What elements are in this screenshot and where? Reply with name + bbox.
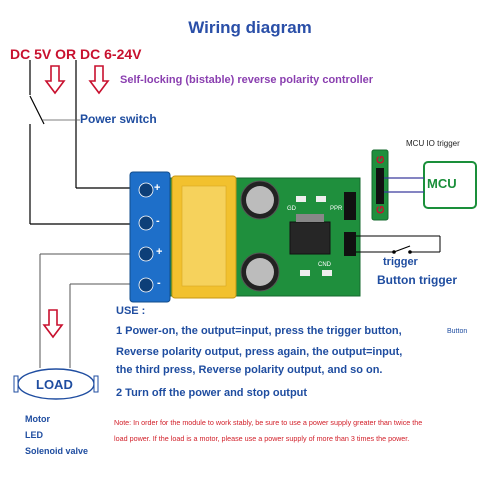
trigger-button-node-1 [392, 250, 396, 254]
load-label: LOAD [36, 377, 73, 392]
smd-component-3 [300, 270, 310, 276]
power-switch[interactable] [29, 95, 45, 125]
mcu-box [423, 161, 477, 209]
terminal-screw-1 [138, 182, 154, 198]
terminal-block [129, 171, 171, 303]
usage-side-note: Button [447, 328, 468, 335]
note-line-2: load power. If the load is a motor, plea… [114, 434, 410, 443]
terminal-sign-2: - [156, 215, 160, 227]
arrow-down-icon-supply-2 [88, 65, 110, 95]
ic-chip [289, 221, 331, 255]
arrow-down-icon-output [42, 309, 64, 339]
smd-component-2 [316, 196, 326, 202]
mcu-connector-mark-bottom: G [375, 205, 387, 214]
relay-label-strip [181, 185, 227, 287]
terminal-sign-4: - [157, 277, 161, 289]
capacitor-top-cap [246, 186, 274, 214]
terminal-screw-3 [138, 246, 154, 262]
terminal-sign-1: + [154, 182, 161, 194]
board-label-ppr: PPR [330, 206, 343, 212]
trigger-button-contact[interactable] [393, 245, 411, 253]
usage-line-1: 1 Power-on, the output=input, press the … [116, 325, 402, 337]
mcu-connector-mark-top: G [375, 155, 387, 164]
power-switch-label: Power switch [80, 112, 157, 126]
trigger-label: trigger [383, 256, 418, 268]
header-pins-bottom [344, 232, 356, 256]
subtitle: Self-locking (bistable) reverse polarity… [120, 74, 374, 86]
load-terminal-left [13, 375, 19, 393]
smd-component-4 [322, 270, 332, 276]
mcu-io-trigger-label: MCU IO trigger [406, 139, 460, 148]
load-type-led: LED [25, 430, 43, 440]
arrow-down-icon-supply-1 [44, 65, 66, 95]
note-line-1: Note: In order for the module to work st… [114, 418, 423, 427]
trigger-button-node-2 [408, 250, 412, 254]
mcu-connector-pins [376, 168, 384, 204]
mcu-label: MCU [427, 176, 457, 191]
load-type-solenoid: Solenoid valve [25, 446, 89, 456]
load-terminal-right [93, 375, 99, 393]
capacitor-bottom-cap [246, 258, 274, 286]
button-trigger-label: Button trigger [377, 273, 457, 287]
terminal-screw-2 [138, 215, 154, 231]
supply-label: DC 5V OR DC 6-24V [10, 46, 142, 62]
board-label-gd: GD [287, 206, 296, 212]
page-title: Wiring diagram [188, 18, 312, 37]
usage-heading: USE : [116, 305, 146, 317]
smd-component-1 [296, 196, 306, 202]
ic-tab [296, 214, 324, 222]
board-label-cnd: CND [318, 262, 331, 268]
load-type-motor: Motor [25, 414, 50, 424]
usage-line-3: the third press, Reverse polarity output… [116, 364, 383, 376]
header-pins-top [344, 192, 356, 220]
usage-line-4: 2 Turn off the power and stop output [116, 387, 308, 399]
terminal-screw-4 [138, 277, 154, 293]
terminal-sign-3: + [156, 246, 163, 258]
usage-line-2: Reverse polarity output, press again, th… [116, 346, 403, 358]
